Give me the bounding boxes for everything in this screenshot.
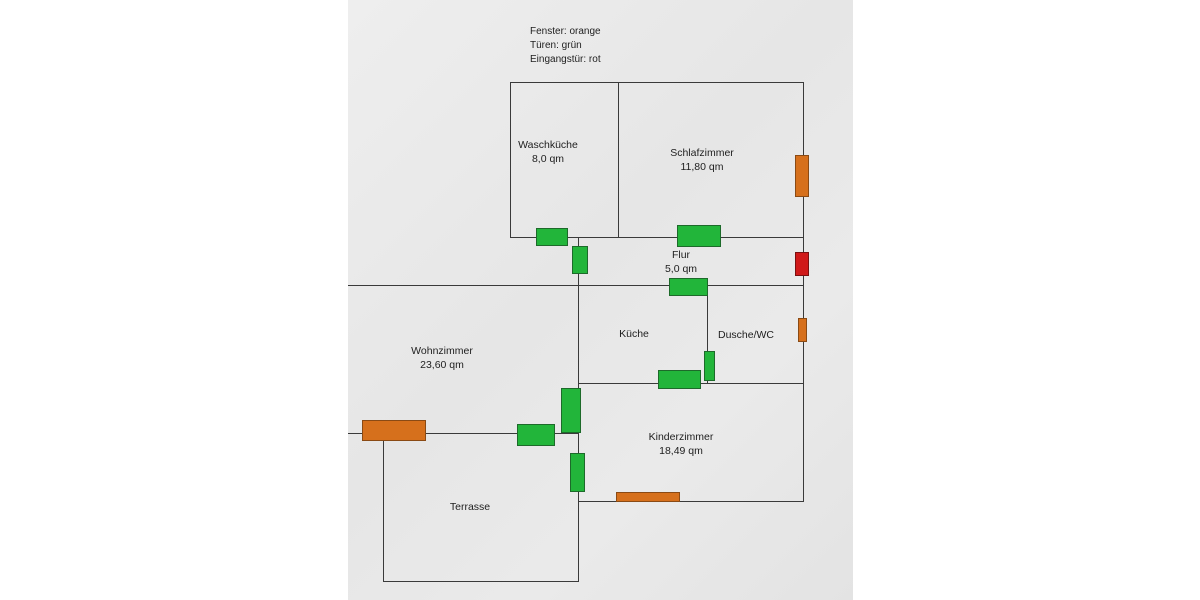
- room-terrasse: Terrasse: [450, 500, 490, 514]
- wall: [383, 581, 579, 582]
- room-flur: Flur 5,0 qm: [665, 248, 697, 276]
- room-dusche-wc: Dusche/WC: [718, 328, 774, 342]
- room-area: 5,0 qm: [664, 263, 698, 275]
- legend-windows: Fenster: orange: [530, 26, 601, 37]
- wall: [707, 286, 708, 384]
- door-wohnzimmer-kueche: [561, 388, 581, 433]
- window-schlafzimmer: [795, 155, 809, 197]
- door-kinderzimmer-kueche: [658, 370, 701, 389]
- window-wohnzimmer: [362, 420, 426, 441]
- room-name: Wohnzimmer: [411, 345, 473, 357]
- room-name: Küche: [619, 328, 649, 340]
- window-kinderzimmer: [616, 492, 680, 502]
- door-schlafzimmer: [677, 225, 721, 247]
- door-kueche-flur: [669, 278, 708, 296]
- legend-entrance: Eingangstür: rot: [530, 54, 601, 65]
- room-kinderzimmer: Kinderzimmer 18,49 qm: [649, 430, 714, 458]
- room-area: 11,80 qm: [680, 161, 724, 173]
- room-name: Terrasse: [449, 501, 491, 513]
- room-kueche: Küche: [619, 327, 649, 341]
- legend-doors: Türen: grün: [530, 40, 582, 51]
- room-name: Kinderzimmer: [648, 431, 714, 443]
- room-name: Waschküche: [518, 139, 578, 151]
- wall: [348, 433, 578, 434]
- room-name: Flur: [671, 249, 691, 261]
- wall: [618, 82, 619, 237]
- door-flur-west: [572, 246, 588, 274]
- wall: [510, 237, 804, 238]
- room-name: Schlafzimmer: [670, 147, 734, 159]
- window-dusche-wc: [798, 318, 807, 342]
- wall: [510, 82, 804, 83]
- door-kinderzimmer: [570, 453, 585, 492]
- door-wohnzimmer-terrasse: [517, 424, 555, 446]
- room-area: 23,60 qm: [420, 359, 464, 371]
- wall: [510, 82, 511, 237]
- wall: [578, 501, 804, 502]
- door-waschkueche: [536, 228, 568, 246]
- door-dusche-wc: [704, 351, 715, 381]
- room-schlafzimmer: Schlafzimmer 11,80 qm: [670, 146, 734, 174]
- entrance-door: [795, 252, 809, 276]
- room-wohnzimmer: Wohnzimmer 23,60 qm: [411, 344, 473, 372]
- wall: [383, 433, 384, 582]
- room-area: 18,49 qm: [659, 445, 703, 457]
- wall: [803, 82, 804, 502]
- room-name: Dusche/WC: [717, 329, 775, 341]
- wall: [348, 285, 804, 286]
- floor-plan-photo: Fenster: orange Türen: grün Eingangstür:…: [348, 0, 853, 600]
- room-area: 8,0 qm: [531, 153, 565, 165]
- room-waschkueche: Waschküche 8,0 qm: [518, 138, 578, 166]
